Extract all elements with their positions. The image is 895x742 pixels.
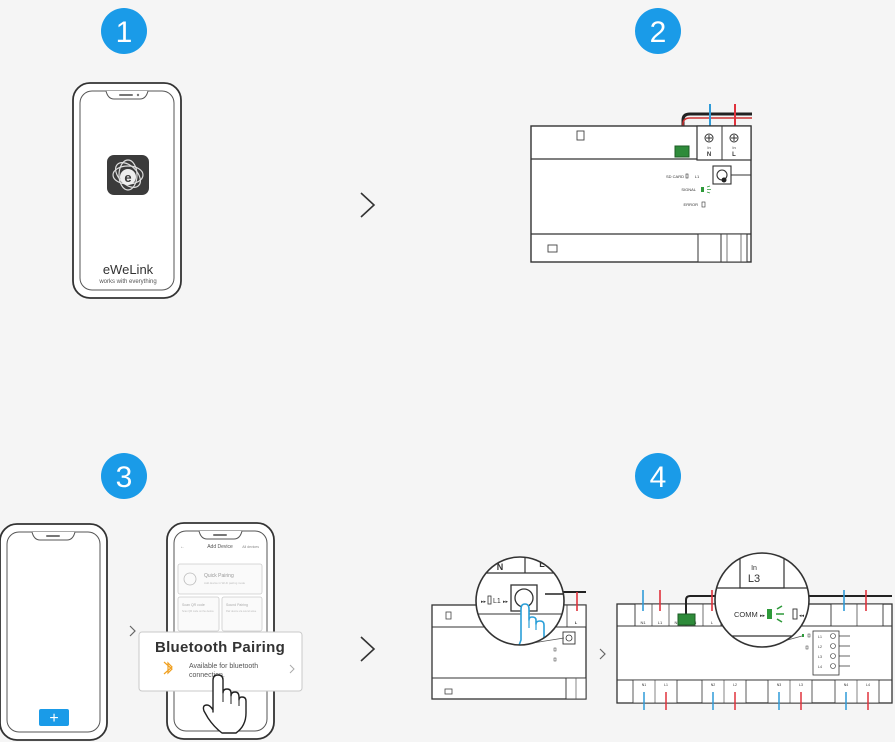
svg-text:N: N bbox=[497, 562, 504, 572]
svg-text:N2: N2 bbox=[711, 683, 716, 687]
svg-text:L1: L1 bbox=[664, 683, 668, 687]
green-connector bbox=[674, 145, 690, 158]
step-badge-4: 4 bbox=[635, 453, 681, 499]
svg-text:N3: N3 bbox=[777, 683, 782, 687]
device-right: N1 L1 N2 N L L1 L2 L3 L4 bbox=[616, 590, 893, 710]
app-name: eWeLink bbox=[103, 262, 154, 277]
step-number-2: 2 bbox=[650, 16, 667, 49]
back-arrow-icon[interactable]: ← bbox=[180, 544, 185, 550]
add-device-title: Add Device bbox=[207, 544, 233, 550]
step-number-3: 3 bbox=[116, 461, 133, 494]
svg-text:L3: L3 bbox=[748, 573, 760, 585]
smart-breaker-device: In N In L SD CARD L1 SIGNAL ERROR bbox=[530, 104, 752, 263]
chevron-right-icon bbox=[289, 664, 295, 674]
bluetooth-desc-line1: Available for bluetooth bbox=[189, 663, 258, 670]
label-icon bbox=[547, 244, 558, 253]
sound-pairing-card[interactable] bbox=[221, 596, 263, 632]
green-connector bbox=[677, 613, 696, 626]
svg-text:▸▸: ▸▸ bbox=[481, 599, 487, 605]
tap-hand-icon bbox=[517, 603, 545, 645]
chevron-right-icon bbox=[360, 636, 376, 662]
scan-qr-card[interactable] bbox=[177, 596, 220, 632]
svg-text:In: In bbox=[732, 145, 735, 150]
svg-text:N4: N4 bbox=[844, 683, 849, 687]
led-signal-label: SIGNAL bbox=[681, 187, 696, 192]
bluetooth-pairing-card[interactable]: Bluetooth Pairing Available for bluetoot… bbox=[138, 631, 303, 692]
quick-pairing-card[interactable] bbox=[177, 563, 263, 595]
svg-text:L1: L1 bbox=[493, 598, 501, 605]
step-number-1: 1 bbox=[116, 16, 133, 49]
svg-text:L: L bbox=[539, 559, 545, 569]
signal-led bbox=[701, 187, 704, 192]
svg-text:Add device in Wi-Fi pairing mo: Add device in Wi-Fi pairing mode bbox=[204, 581, 245, 585]
svg-text:Scan QR code: Scan QR code bbox=[182, 603, 205, 607]
svg-text:L3: L3 bbox=[799, 683, 803, 687]
bluetooth-pairing-title: Bluetooth Pairing bbox=[155, 639, 285, 656]
terminal-l-label: L bbox=[732, 152, 736, 158]
chevron-right-icon bbox=[129, 625, 136, 637]
led-sd-card-label: SD CARD bbox=[666, 174, 684, 179]
svg-text:L: L bbox=[575, 620, 578, 625]
zoom-circle-comm: In L3 COMM ▸▸ ◂◂ bbox=[714, 552, 810, 648]
bluetooth-desc-line2: connection. bbox=[189, 672, 225, 679]
step-badge-2: 2 bbox=[635, 8, 681, 54]
svg-text:L4: L4 bbox=[866, 683, 870, 687]
step-number-4: 4 bbox=[650, 461, 667, 494]
ewelink-logo-icon: e bbox=[107, 155, 149, 195]
svg-text:N2: N2 bbox=[674, 620, 680, 625]
terminal-n-label: N bbox=[707, 152, 711, 158]
step-badge-3: 3 bbox=[101, 453, 147, 499]
svg-text:L1: L1 bbox=[658, 620, 663, 625]
svg-text:Scan QR code on the device: Scan QR code on the device bbox=[182, 610, 214, 613]
phone-home-screen: + bbox=[0, 523, 108, 741]
comm-led bbox=[767, 609, 772, 619]
comm-label: COMM bbox=[734, 610, 758, 619]
svg-text:Sound Pairing: Sound Pairing bbox=[226, 603, 248, 607]
led-error-label: ERROR bbox=[684, 202, 699, 207]
plus-icon: + bbox=[49, 710, 58, 727]
app-tagline: works with everything bbox=[98, 279, 156, 285]
chevron-right-icon bbox=[599, 648, 606, 660]
svg-text:Quick Pairing: Quick Pairing bbox=[204, 573, 234, 579]
svg-text:L: L bbox=[711, 620, 714, 625]
svg-text:N1: N1 bbox=[640, 620, 646, 625]
tap-hand-icon bbox=[202, 674, 247, 734]
all-devices-link[interactable]: All devices bbox=[242, 545, 259, 549]
svg-text:L2: L2 bbox=[818, 645, 822, 649]
svg-text:◂◂: ◂◂ bbox=[799, 613, 805, 619]
svg-text:L4: L4 bbox=[818, 665, 822, 669]
phone-ewelink: e eWeLink works with everything bbox=[72, 82, 182, 299]
svg-text:▸▸: ▸▸ bbox=[760, 613, 766, 619]
chevron-right-icon bbox=[360, 192, 376, 218]
svg-text:e: e bbox=[124, 170, 131, 185]
svg-text:▸▸: ▸▸ bbox=[503, 599, 509, 605]
zoom-circle-button: N L ▸▸ L1 ▸▸ bbox=[475, 556, 565, 646]
led-l1-label: L1 bbox=[695, 174, 700, 179]
add-device-button[interactable] bbox=[39, 709, 69, 726]
svg-text:In: In bbox=[707, 145, 710, 150]
svg-text:L2: L2 bbox=[733, 683, 737, 687]
bluetooth-icon bbox=[163, 661, 173, 675]
svg-text:In: In bbox=[751, 565, 757, 572]
svg-text:N1: N1 bbox=[642, 683, 647, 687]
svg-text:L3: L3 bbox=[818, 655, 822, 659]
svg-text:Pair device via sound wave: Pair device via sound wave bbox=[226, 610, 257, 613]
sd-card-icon bbox=[576, 130, 585, 141]
step-badge-1: 1 bbox=[101, 8, 147, 54]
svg-text:L1: L1 bbox=[818, 635, 822, 639]
